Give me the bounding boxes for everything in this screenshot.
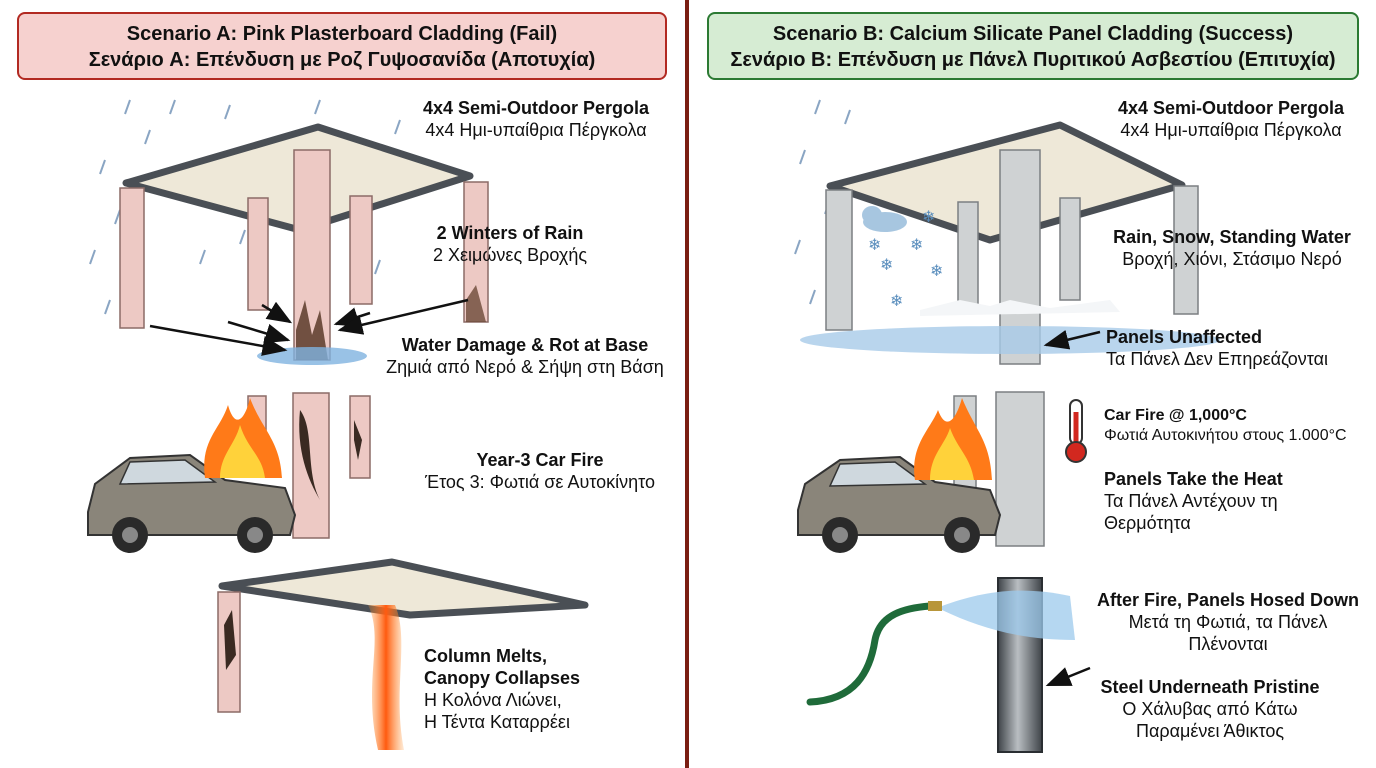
- car-icon: [87, 453, 297, 553]
- standing-water: [800, 326, 1220, 354]
- rain-label: 2 Winters of Rain 2 Χειμώνες Βροχής: [432, 223, 588, 265]
- svg-text:❄: ❄: [868, 235, 881, 254]
- heat-resistant-panel: [995, 391, 1045, 547]
- scenario-a-header: Scenario A: Pink Plasterboard Cladding (…: [17, 12, 667, 80]
- scenario-a-title-en: Scenario A: Pink Plasterboard Cladding (…: [126, 23, 558, 45]
- scenario-a-title-gr: Σενάριο A: Επένδυση με Ροζ Γυψοσανίδα (Α…: [88, 49, 596, 71]
- collapsed-canopy: [218, 558, 589, 619]
- arrow-icon: [1043, 330, 1101, 350]
- unaffected-label: Panels Unaffected Τα Πάνελ Δεν Επηρεάζον…: [1106, 327, 1329, 369]
- damage-label: Water Damage & Rot at Base Ζημιά από Νερ…: [386, 335, 664, 377]
- fire-icon: [914, 398, 992, 480]
- water-puddle: [257, 347, 367, 365]
- burn-mark: [299, 410, 320, 500]
- fire-icon: [204, 398, 282, 478]
- scenario-b-header: Scenario B: Calcium Silicate Panel Cladd…: [707, 12, 1359, 80]
- heat-label: Panels Take the Heat Τα Πάνελ Αντέχουν τ…: [1104, 469, 1283, 533]
- panel-divider: [685, 0, 689, 768]
- cloud-icon: [862, 206, 907, 232]
- column: [119, 187, 145, 329]
- thermometer-icon: [1065, 399, 1087, 463]
- collapse-label: Column Melts, Canopy Collapses Η Κολόνα …: [424, 646, 581, 732]
- melting-column: [368, 605, 404, 750]
- svg-text:❄: ❄: [922, 207, 935, 226]
- svg-text:❄: ❄: [910, 235, 923, 254]
- steel-label: Steel Underneath Pristine Ο Χάλυβας από …: [1100, 677, 1320, 741]
- snowflake-icon: ❄❄❄ ❄❄❄: [868, 207, 943, 310]
- water-spray: [942, 590, 1075, 640]
- svg-text:❄: ❄: [930, 261, 943, 280]
- car-icon: [797, 455, 1002, 553]
- scenario-a-illustration: [87, 99, 589, 750]
- scenario-a-panel: Scenario A: Pink Plasterboard Cladding (…: [0, 0, 684, 768]
- car-fire-label: Car Fire @ 1,000°C Φωτιά Αυτοκινήτου στο…: [1104, 407, 1347, 444]
- scenario-b-title-gr: Σενάριο B: Επένδυση με Πάνελ Πυριτικού Α…: [730, 49, 1336, 71]
- hosed-label: After Fire, Panels Hosed Down Μετά τη Φω…: [1096, 590, 1360, 654]
- svg-text:❄: ❄: [880, 255, 893, 274]
- pergola-label-b: 4x4 Semi-Outdoor Pergola 4x4 Ημι-υπαίθρι…: [1117, 98, 1345, 140]
- scenario-b-title-en: Scenario B: Calcium Silicate Panel Cladd…: [772, 23, 1294, 45]
- hose-icon: [806, 602, 934, 706]
- svg-text:❄: ❄: [890, 291, 903, 310]
- pergola-label-a: 4x4 Semi-Outdoor Pergola 4x4 Ημι-υπαίθρι…: [422, 98, 650, 140]
- scenario-b-panel: ❄❄❄ ❄❄❄ Scenari: [690, 0, 1376, 768]
- arrow-icon: [149, 298, 469, 356]
- scenario-b-illustration: ❄❄❄ ❄❄❄: [794, 99, 1220, 753]
- weather-label: Rain, Snow, Standing Water Βροχή, Χιόνι,…: [1113, 227, 1351, 269]
- arrow-icon: [1045, 666, 1091, 687]
- fire-label-a: Year-3 Car Fire Έτος 3: Φωτιά σε Αυτοκίν…: [424, 450, 656, 492]
